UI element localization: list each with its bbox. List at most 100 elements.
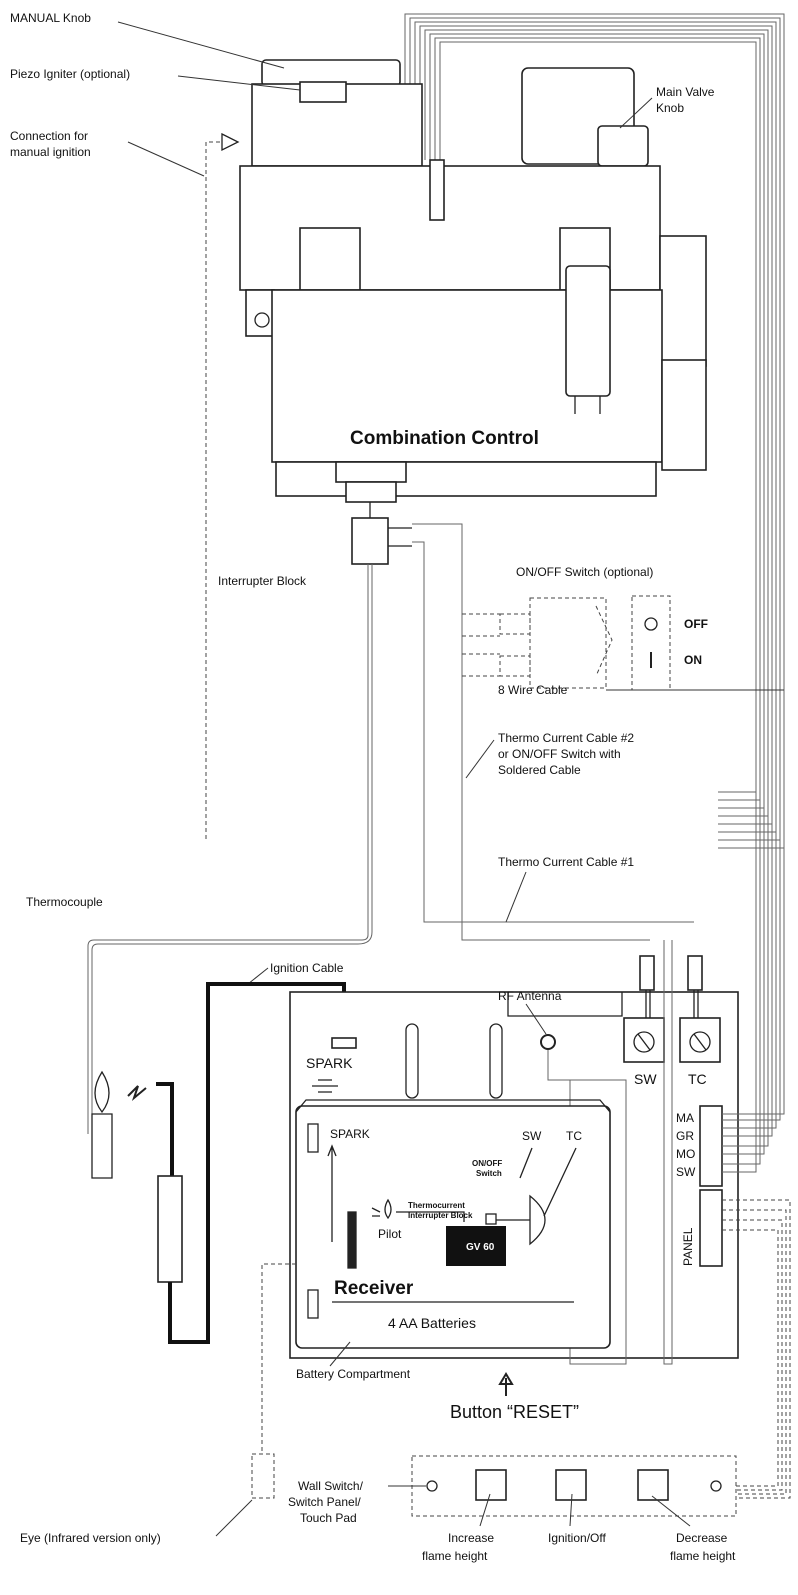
pilot-label: Pilot bbox=[378, 1227, 402, 1241]
reset-arrow bbox=[498, 1372, 514, 1396]
combination-control-label: Combination Control bbox=[350, 428, 539, 449]
thermocouple-cable bbox=[87, 564, 369, 1134]
decrease-label-2: flame height bbox=[670, 1549, 736, 1563]
igniter-electrode bbox=[156, 1082, 174, 1176]
gv60-block bbox=[446, 1226, 506, 1266]
main-valve-knob-label-2: Knob bbox=[656, 101, 684, 115]
off-indicator bbox=[644, 617, 658, 631]
spark-icon bbox=[127, 1085, 147, 1102]
manual-knob-label: MANUAL Knob bbox=[10, 11, 91, 25]
thermo-current-cable-1 bbox=[412, 541, 694, 923]
wall-switch-panel: Wall Switch/ Switch Panel/ Touch Pad Inc… bbox=[288, 1455, 737, 1563]
slot-2 bbox=[489, 1023, 503, 1099]
tc-terminal-label: TC bbox=[688, 1071, 707, 1087]
valve-post bbox=[429, 159, 445, 221]
increase-flame-button[interactable] bbox=[475, 1469, 507, 1501]
thermo-cable-1-label: Thermo Current Cable #1 bbox=[498, 855, 634, 869]
slot bbox=[405, 1023, 419, 1099]
thermocouple-label: Thermocouple bbox=[26, 895, 103, 909]
infrared-eye: Eye (Infrared version only) bbox=[20, 1263, 296, 1545]
terminal-ma: MA bbox=[676, 1111, 694, 1125]
valve-side-module bbox=[659, 235, 707, 367]
valve-outlet bbox=[335, 461, 407, 483]
thermocurrent-small-label: Thermocurrent bbox=[408, 1201, 465, 1210]
on-label: ON bbox=[684, 653, 702, 667]
eye-label: Eye (Infrared version only) bbox=[20, 1531, 161, 1545]
main-valve-knob-label: Main Valve bbox=[656, 85, 715, 99]
interrupter-block-label: Interrupter Block bbox=[218, 574, 307, 588]
ignition-off-button[interactable] bbox=[555, 1469, 587, 1501]
receiver-unit: SPARK RF Antenna SW TC SPARK SW TC bbox=[289, 940, 739, 1365]
eye-sensor bbox=[251, 1453, 275, 1499]
rf-antenna bbox=[540, 1034, 556, 1050]
ignition-off-label: Ignition/Off bbox=[548, 1531, 606, 1545]
spark-inner-label: SPARK bbox=[330, 1127, 370, 1141]
interrupter-block: Interrupter Block bbox=[218, 502, 412, 588]
panel-terminal-strip bbox=[699, 1189, 723, 1267]
thermocouple-tip bbox=[91, 1113, 113, 1179]
interrupter-block-body bbox=[351, 517, 389, 565]
ground-icon bbox=[312, 1079, 338, 1093]
terminal-gr: GR bbox=[676, 1129, 694, 1143]
panel-screw-2 bbox=[710, 1480, 722, 1492]
wall-switch-label-2: Switch Panel/ bbox=[288, 1495, 361, 1509]
sw-inner-label: SW bbox=[522, 1129, 542, 1143]
ignition-cable-label: Ignition Cable bbox=[270, 961, 344, 975]
connection-label: Connection for bbox=[10, 129, 88, 143]
increase-label-2: flame height bbox=[422, 1549, 488, 1563]
pilot-flame bbox=[94, 1070, 110, 1114]
terminal-sw: SW bbox=[676, 1165, 696, 1179]
tc-inner-label: TC bbox=[566, 1129, 582, 1143]
receiver-label: Receiver bbox=[334, 1278, 414, 1299]
sw-terminal-label: SW bbox=[634, 1071, 657, 1087]
sw-terminal bbox=[623, 1017, 665, 1063]
thermo-cable-2-label: Thermo Current Cable #2 bbox=[498, 731, 634, 745]
connection-label-2: manual ignition bbox=[10, 145, 91, 159]
decrease-label: Decrease bbox=[676, 1531, 728, 1545]
wall-switch-label-3: Touch Pad bbox=[300, 1511, 357, 1525]
connection-arrow bbox=[221, 132, 240, 152]
panel-label: PANEL bbox=[681, 1227, 695, 1266]
cover-latch-2 bbox=[307, 1289, 319, 1319]
valve-bottom bbox=[275, 461, 657, 497]
button-reset-label[interactable]: Button “RESET” bbox=[450, 1402, 579, 1422]
mounting-hole bbox=[254, 312, 270, 328]
onoff-switch-label: ON/OFF Switch (optional) bbox=[516, 565, 653, 579]
thermocurrent-small-label-2: Interrupter Block bbox=[408, 1211, 473, 1220]
electrode-mini bbox=[347, 1211, 357, 1269]
gv60-label: GV 60 bbox=[466, 1242, 495, 1253]
batteries-label: 4 AA Batteries bbox=[388, 1315, 476, 1331]
valve-block-left bbox=[299, 227, 361, 291]
combination-control-valve: Combination Control bbox=[239, 59, 707, 503]
tc-terminal bbox=[679, 1017, 721, 1063]
onoff-small-label-2: Switch bbox=[476, 1169, 502, 1178]
panel-screw bbox=[426, 1480, 438, 1492]
decrease-flame-button[interactable] bbox=[637, 1469, 669, 1501]
increase-label: Increase bbox=[448, 1531, 494, 1545]
cover-latch bbox=[307, 1123, 319, 1153]
thermo-cable-2-label-2: or ON/OFF Switch with bbox=[498, 747, 621, 761]
eight-wire-cable-label: 8 Wire Cable bbox=[498, 683, 568, 697]
solenoid bbox=[565, 265, 611, 397]
thermo-current-cable-2 bbox=[412, 523, 650, 941]
spark-connector bbox=[331, 1037, 357, 1049]
thermo-cable-2-label-3: Soldered Cable bbox=[498, 763, 581, 777]
main-valve-knob bbox=[597, 125, 649, 167]
rf-antenna-label: RF Antenna bbox=[498, 989, 562, 1003]
valve-outlet-fitting bbox=[345, 481, 397, 503]
onoff-small-label: ON/OFF bbox=[472, 1159, 502, 1168]
onoff-switch-optional: ON/OFF Switch (optional) OFF ON bbox=[462, 565, 708, 691]
pilot-burner-assembly bbox=[91, 1070, 183, 1283]
terminal-strip bbox=[699, 1105, 723, 1187]
electrode-body bbox=[157, 1175, 183, 1283]
off-label: OFF bbox=[684, 617, 708, 631]
piezo-igniter-label: Piezo Igniter (optional) bbox=[10, 67, 130, 81]
wall-switch-label: Wall Switch/ bbox=[298, 1479, 364, 1493]
piezo-igniter bbox=[299, 81, 347, 103]
battery-compartment-label: Battery Compartment bbox=[296, 1367, 411, 1381]
pilot-flame-mini bbox=[384, 1198, 392, 1220]
terminal-mo: MO bbox=[676, 1147, 695, 1161]
spark-top-label: SPARK bbox=[306, 1055, 353, 1071]
valve-side-module-lower bbox=[661, 359, 707, 471]
